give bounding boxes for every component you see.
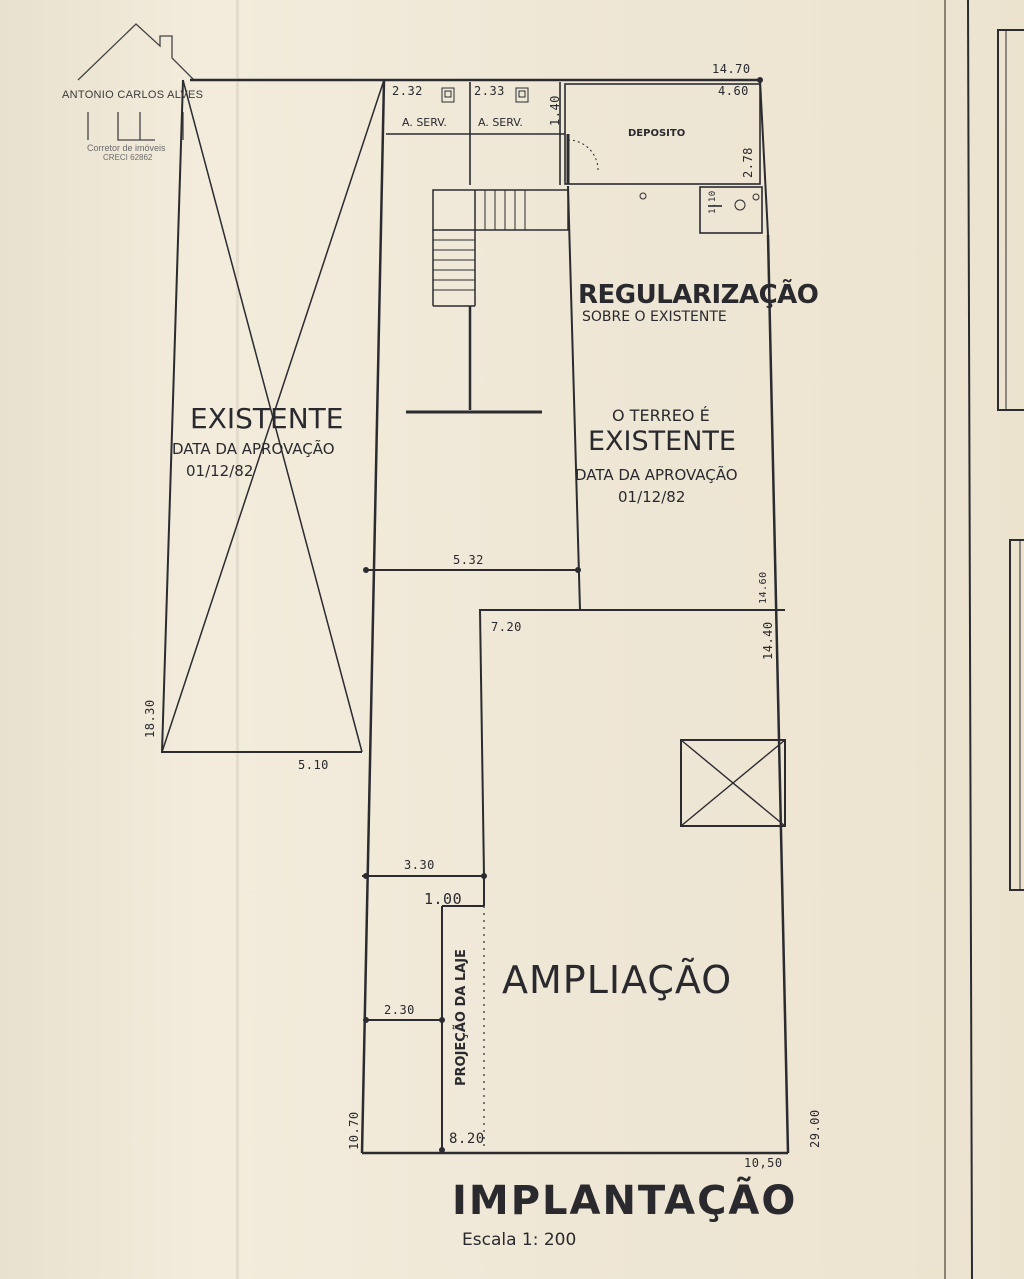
adjacent-drawing [967, 0, 1024, 1279]
service-rooms [386, 82, 763, 234]
dim-5-10: 5.10 [298, 758, 329, 772]
main-outline [190, 78, 790, 1155]
dim-2-78: 2.78 [741, 147, 755, 178]
existing-left-block [160, 79, 385, 753]
projecao-label: PROJEÇÃO DA LAJE [454, 949, 469, 1086]
plan-scale: Escala 1: 200 [462, 1230, 577, 1250]
dim-1-00: 1.00 [424, 890, 463, 908]
logo-creci: CRECI 62862 [103, 153, 153, 162]
dim-14-60: 14.60 [758, 571, 769, 604]
ampliacao-label: AMPLIAÇÃO [502, 958, 733, 1002]
dim-2-33: 2.33 [474, 84, 505, 98]
dim-5-32: 5.32 [453, 553, 484, 567]
dim-1-10: 1.10 [708, 190, 718, 214]
dim-7-20: 7.20 [491, 620, 522, 634]
regularizacao-title: REGULARIZAÇÃO [578, 280, 819, 310]
dim-8-20: 8.20 [449, 1131, 485, 1147]
dimension-marks [363, 77, 763, 1153]
room-label-serv2: A. SERV. [478, 116, 523, 129]
dim-29-00: 29.00 [808, 1109, 822, 1148]
paper-fold [236, 0, 239, 1279]
dim-2-30: 2.30 [384, 1003, 415, 1017]
regularizacao-subtitle: SOBRE O EXISTENTE [582, 309, 727, 325]
existente-right-title: EXISTENTE [588, 426, 736, 457]
ampliacao-area [362, 609, 786, 1153]
logo-house-icon [77, 23, 195, 141]
existente-left-line1: DATA DA APROVAÇÃO [172, 440, 335, 458]
logo-name: ANTONIO CARLOS ALVES [62, 89, 204, 101]
room-label-serv1: A. SERV. [402, 116, 447, 129]
dim-18-30: 18.30 [143, 699, 157, 738]
plan-title: IMPLANTAÇÃO [452, 1178, 798, 1224]
dim-10-50: 10,50 [744, 1156, 783, 1170]
existente-right-line1: DATA DA APROVAÇÃO [575, 466, 738, 484]
existente-right-intro: O TERREO É [612, 406, 710, 425]
logo-subtitle: Corretor de imóveis [87, 143, 166, 153]
interior-walls [366, 185, 581, 611]
dim-14-70: 14.70 [712, 62, 751, 76]
dim-1-40: 1.40 [548, 95, 562, 126]
dim-4-60: 4.60 [718, 84, 749, 98]
staircase [406, 189, 569, 414]
dim-2-32: 2.32 [392, 84, 423, 98]
paper-edge-line [944, 0, 946, 1279]
dim-14-40: 14.40 [761, 621, 775, 660]
dim-3-30: 3.30 [404, 858, 435, 872]
room-label-deposito: DEPOSITO [628, 128, 686, 139]
dim-10-70: 10.70 [347, 1111, 361, 1150]
existente-right-date: 01/12/82 [618, 488, 686, 506]
existente-left-date: 01/12/82 [186, 462, 254, 480]
existente-left-title: EXISTENTE [190, 402, 344, 435]
